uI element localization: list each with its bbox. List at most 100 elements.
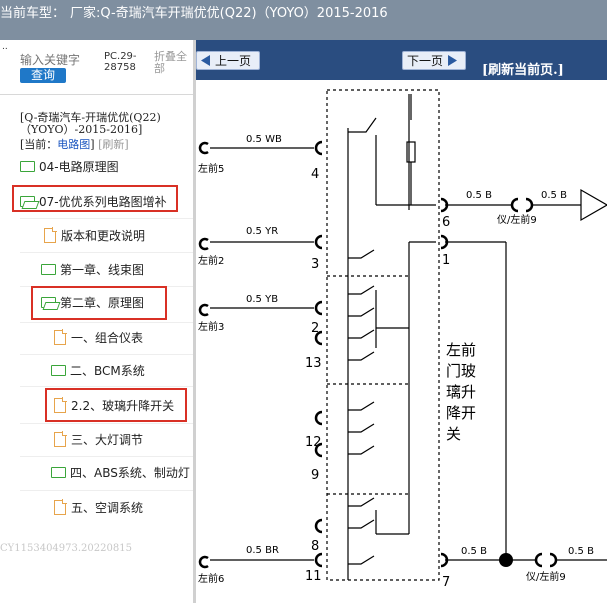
prev-page-button[interactable]: 上一页 — [196, 51, 260, 70]
tree-item-label: 第一章、线束图 — [60, 262, 145, 277]
wire-label: 0.5 YB — [246, 294, 278, 305]
connector-terminal — [314, 410, 323, 426]
connector-terminal — [440, 234, 449, 250]
tree-item-label: 2.2、玻璃升降开关 — [71, 398, 175, 413]
switch-contact — [348, 423, 375, 433]
prev-page-label: 上一页 — [215, 54, 252, 68]
refresh-link[interactable]: [刷新] — [98, 138, 129, 151]
connector-label: 左前2 — [198, 254, 224, 267]
connector-terminal — [314, 234, 323, 250]
connector-terminal — [314, 518, 323, 534]
next-page-label: 下一页 — [407, 54, 444, 68]
switch-contact — [348, 555, 375, 565]
tree-item-headlight[interactable]: 三、大灯调节 — [54, 428, 143, 450]
divider — [20, 490, 193, 491]
tree-item-label: 三、大灯调节 — [71, 432, 144, 447]
divider — [20, 423, 193, 424]
refresh-page-link[interactable]: [刷新当前页.] — [482, 63, 564, 78]
switch-name-line: 降开 — [446, 404, 476, 422]
tree-item-yoyo-supplement[interactable]: 07-优优系列电路图增补 — [20, 190, 167, 212]
arrow-left-icon — [201, 55, 210, 66]
divider — [20, 252, 193, 253]
divider — [0, 94, 193, 95]
folder-icon — [51, 466, 66, 478]
switch-name-line: 门玻 — [446, 362, 476, 380]
pin-number: 1 — [442, 253, 450, 268]
next-page-button[interactable]: 下一页 — [402, 51, 466, 70]
connector-terminal — [525, 197, 534, 213]
tree-item-label: 四、ABS系统、制动灯 — [70, 465, 190, 480]
arrow-right-icon — [448, 55, 458, 66]
tree-item-air-conditioning[interactable]: 五、空调系统 — [54, 496, 143, 518]
connector-terminal — [314, 300, 323, 316]
title-bar: 当前车型： 厂家:Q-奇瑞汽车开瑞优优(Q22)（YOYO）2015-2016 — [0, 0, 607, 40]
switch-contact — [348, 351, 375, 361]
toolbar: 上一页 下一页 [刷新当前页.] — [196, 40, 607, 80]
tree-item-label: 二、BCM系统 — [70, 363, 145, 378]
divider — [20, 456, 193, 457]
tree-item-window-switch[interactable]: 2.2、玻璃升降开关 — [54, 394, 174, 416]
wiring-diagram: 0.5 WB 0.5 YR 0.5 YB 0.5 BR 0.5 B 0.5 B … — [198, 89, 607, 590]
search-button[interactable]: 查询 — [20, 68, 66, 83]
tree-item-bcm[interactable]: 二、BCM系统 — [51, 359, 145, 381]
wire-label: 0.5 BR — [246, 545, 279, 556]
pc-code: PC.29-28758 — [104, 51, 137, 73]
wire-label: 0.5 B — [461, 546, 487, 557]
connector-terminal — [198, 303, 209, 317]
breadcrumb: [Q-奇瑞汽车-开瑞优优(Q22)（YOYO）-2015-2016] — [20, 111, 161, 136]
connector-terminal — [314, 140, 323, 156]
wire-label: 0.5 YR — [246, 226, 278, 237]
tree-item-version-notes[interactable]: 版本和更改说明 — [44, 224, 145, 246]
switch-name-line: 左前 — [446, 341, 476, 359]
connector-terminal — [440, 197, 449, 213]
switch-contact — [348, 117, 377, 133]
pin-number: 11 — [305, 569, 322, 584]
connector-label: 仪/左前9 — [497, 213, 537, 226]
vehicle-model: 厂家:Q-奇瑞汽车开瑞优优(Q22)（YOYO）2015-2016 — [70, 6, 388, 21]
pin-number: 6 — [442, 215, 450, 230]
switch-name-line: 璃升 — [446, 383, 476, 401]
connector-terminal — [198, 141, 209, 155]
tree-item-label: 第二章、原理图 — [60, 295, 145, 310]
tree-item-chapter-2[interactable]: 第二章、原理图 — [41, 291, 144, 313]
current-prefix: [当前： — [20, 138, 58, 151]
panel-splitter[interactable] — [193, 40, 196, 603]
divider — [20, 386, 193, 387]
tree-item-circuit-diagrams[interactable]: 04-电路原理图 — [20, 155, 119, 177]
wire-label: 0.5 WB — [246, 134, 282, 145]
switch-name-line: 关 — [446, 425, 461, 443]
pin-number: 9 — [311, 468, 319, 483]
current-suffix: ] — [90, 138, 95, 151]
connector-terminal — [198, 555, 209, 569]
resistor — [406, 141, 416, 163]
document-icon — [54, 396, 67, 413]
divider — [20, 322, 193, 323]
pin-number: 2 — [311, 321, 319, 336]
connector-label: 仪/左前9 — [526, 570, 566, 583]
wire-label: 0.5 B — [568, 546, 594, 557]
switch-contact — [348, 401, 375, 411]
tree-item-label: 五、空调系统 — [71, 500, 144, 515]
divider — [20, 218, 193, 219]
folder-icon — [20, 160, 35, 172]
document-icon — [54, 430, 67, 447]
pin-number: 12 — [305, 435, 322, 450]
splice-point — [499, 553, 513, 567]
document-icon — [54, 498, 67, 515]
current-link[interactable]: 电路图 — [57, 138, 91, 151]
collapse-all-button[interactable]: 折叠全部 — [154, 50, 187, 75]
pin-number: 8 — [311, 539, 319, 554]
tree-item-abs[interactable]: 四、ABS系统、制动灯 — [51, 461, 190, 483]
tree-item-instrument-cluster[interactable]: 一、组合仪表 — [54, 326, 143, 348]
tree-item-chapter-1[interactable]: 第一章、线束图 — [41, 258, 144, 280]
divider — [20, 354, 193, 355]
switch-box — [326, 89, 440, 581]
search-input[interactable] — [20, 52, 98, 67]
connector-label: 左前3 — [198, 320, 224, 333]
pin-number: 4 — [311, 167, 319, 182]
switch-contact — [348, 329, 375, 339]
switch-contact — [348, 497, 375, 507]
tree-item-label: 版本和更改说明 — [61, 228, 146, 243]
highlight-box — [12, 185, 178, 212]
tree-item-label: 一、组合仪表 — [71, 330, 144, 345]
